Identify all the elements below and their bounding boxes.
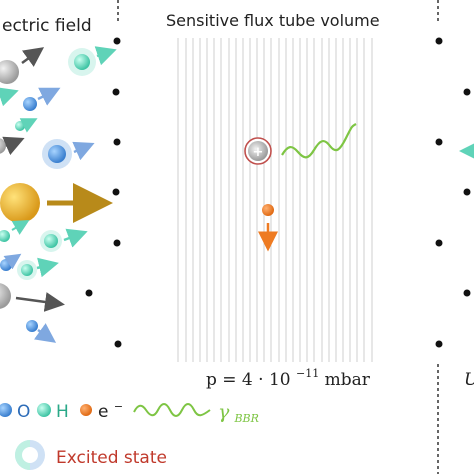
left-electrode-dots (85, 37, 122, 348)
electrode-dot (112, 188, 120, 196)
electrode-dot (435, 37, 443, 45)
pressure-exponent: −11 (296, 367, 319, 380)
right-fragment-label: U (464, 370, 474, 390)
right-electrode-dots (435, 37, 471, 348)
gamma-subscript: BBR (233, 412, 258, 425)
oxygen-atom (26, 320, 38, 332)
flux-tube-field-lines (177, 38, 373, 362)
trapped-ion: + (244, 137, 272, 165)
electron-letter: e (98, 402, 108, 422)
bbr-photon-wave (281, 123, 357, 159)
hydrogen-atom (44, 234, 58, 248)
gray-atom (0, 138, 6, 154)
legend-electron-label: e − (98, 400, 123, 422)
legend-photon-label: γ BBR (218, 401, 259, 425)
oxygen-atom (0, 259, 12, 271)
legend-oxygen-label: O (17, 402, 30, 422)
electrode-dot (85, 289, 93, 297)
ion-plus-sign: + (253, 145, 264, 160)
hydrogen-arrow (94, 46, 117, 66)
oxygen-arrow (3, 253, 22, 270)
oxygen-arrow (33, 323, 57, 343)
center-title: Sensitive flux tube volume (166, 11, 380, 30)
electrode-dot (463, 289, 471, 297)
electrode-dot (113, 37, 121, 45)
electron-superscript: − (114, 400, 123, 413)
hydrogen-arrow (0, 87, 19, 107)
hydrogen-arrow (63, 228, 88, 248)
gray-atom-arrow (15, 292, 65, 312)
hydrogen-atom (0, 230, 10, 242)
pressure-prefix: p = 4 · 10 (206, 370, 291, 390)
electrode-dot (435, 239, 443, 247)
electrode-dot (113, 239, 121, 247)
heavy-atom (0, 183, 40, 223)
oxygen-arrow (72, 141, 95, 161)
oxygen-atom (23, 97, 37, 111)
legend-photon-wave (133, 403, 211, 417)
hydrogen-arrow (11, 220, 30, 235)
electron (262, 204, 274, 216)
ion-core (248, 141, 268, 161)
hydrogen-arrow (36, 257, 59, 278)
legend-hydrogen-label: H (56, 402, 69, 422)
hydrogen-atom (21, 264, 33, 276)
legend-excited-label: Excited state (56, 448, 167, 468)
electrode-dot (113, 138, 121, 146)
hydrogen-arrow (19, 118, 38, 133)
legend: O H e − γ BBR Excited state (0, 400, 259, 470)
left-title: ectric field (2, 16, 92, 36)
hydrogen-atom (74, 54, 90, 70)
legend-electron-symbol (80, 404, 92, 416)
legend-oxygen-symbol (0, 403, 12, 417)
gray-atom-arrow (2, 136, 25, 156)
hydrogen-atom (15, 121, 25, 131)
electrode-dot (435, 340, 443, 348)
oxygen-arrow (37, 87, 61, 106)
legend-excited-core (22, 447, 38, 463)
electrode-dot (112, 88, 120, 96)
pressure-label: p = 4 · 10 −11 mbar (206, 362, 371, 390)
oxygen-atom (48, 145, 66, 163)
pressure-unit: mbar (325, 370, 371, 390)
electrode-dot (463, 88, 471, 96)
legend-hydrogen-symbol (37, 403, 51, 417)
electrode-dot (114, 340, 122, 348)
gray-atom (0, 283, 11, 309)
particle-beam-region (0, 46, 117, 343)
gray-atom (0, 60, 19, 84)
gray-atom-arrow (21, 47, 45, 67)
electrode-dot (435, 138, 443, 146)
gamma-symbol: γ (218, 401, 230, 423)
electrode-dot (463, 188, 471, 196)
